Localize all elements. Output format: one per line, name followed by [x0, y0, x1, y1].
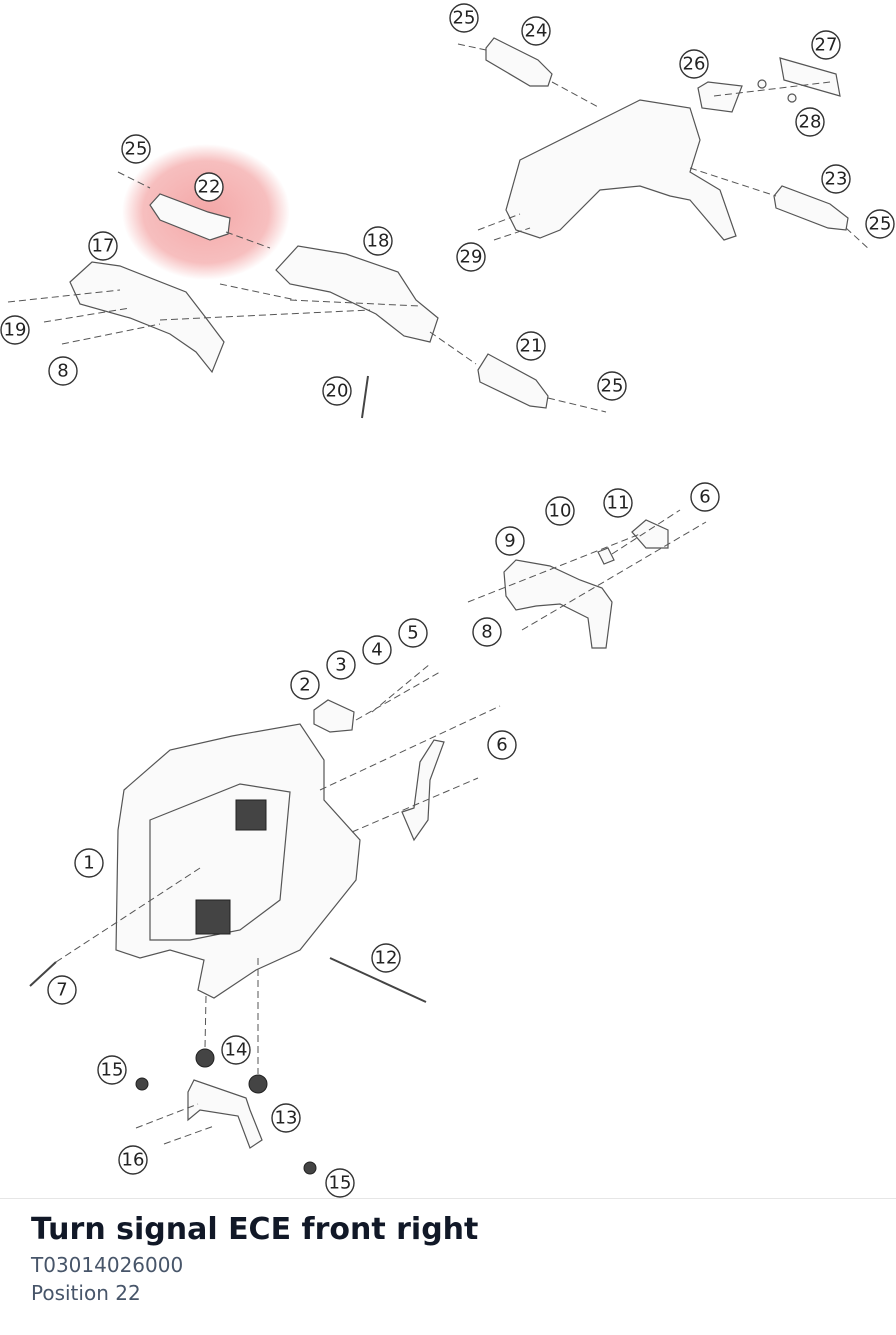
plate-27-shape[interactable] [779, 57, 841, 97]
svg-text:27: 27 [815, 35, 838, 56]
callout-25-left[interactable]: 25 [121, 134, 151, 164]
callout-1[interactable]: 1 [74, 848, 104, 878]
svg-text:12: 12 [375, 948, 398, 969]
callout-6-bottom[interactable]: 6 [487, 730, 517, 760]
part-title: Turn signal ECE front right [31, 1212, 479, 1247]
callout-22[interactable]: 22 [194, 172, 224, 202]
callout-23[interactable]: 23 [821, 164, 851, 194]
callout-25-right[interactable]: 25 [865, 209, 895, 239]
svg-text:29: 29 [460, 247, 483, 268]
callout-17[interactable]: 17 [88, 231, 118, 261]
exploded-parts-diagram: 25 24 27 26 28 23 25 29 25 22 17 18 19 2… [0, 3, 895, 1198]
callout-8-top[interactable]: 8 [48, 356, 78, 386]
callout-19[interactable]: 19 [0, 315, 30, 345]
bracket-17-shape[interactable] [69, 261, 225, 374]
svg-text:16: 16 [122, 1150, 145, 1171]
svg-text:26: 26 [683, 54, 706, 75]
svg-text:24: 24 [525, 21, 548, 42]
svg-text:28: 28 [799, 112, 822, 133]
svg-text:19: 19 [4, 320, 27, 341]
callout-26[interactable]: 26 [679, 49, 709, 79]
part-info-panel: Turn signal ECE front right T03014026000… [31, 1212, 478, 1305]
clip-10-shape[interactable] [597, 547, 615, 565]
svg-text:15: 15 [101, 1060, 124, 1081]
callout-6-top[interactable]: 6 [690, 482, 720, 512]
callout-5[interactable]: 5 [398, 618, 428, 648]
svg-text:7: 7 [56, 980, 67, 1001]
bracket-6-shape[interactable] [401, 739, 445, 842]
divider [0, 1198, 896, 1199]
reflector-26-shape[interactable] [697, 81, 743, 113]
callout-14[interactable]: 14 [221, 1035, 251, 1065]
svg-text:1: 1 [83, 853, 94, 874]
subframe-shape[interactable] [505, 99, 737, 241]
svg-text:13: 13 [275, 1108, 298, 1129]
svg-text:8: 8 [481, 622, 492, 643]
svg-text:3: 3 [335, 655, 346, 676]
callout-28[interactable]: 28 [795, 107, 825, 137]
bracket-18-shape[interactable] [275, 245, 439, 343]
callout-11[interactable]: 11 [603, 488, 633, 518]
callout-7[interactable]: 7 [47, 975, 77, 1005]
callout-9[interactable]: 9 [495, 526, 525, 556]
callout-16[interactable]: 16 [118, 1145, 148, 1175]
svg-text:2: 2 [299, 675, 310, 696]
callout-8-bottom[interactable]: 8 [472, 617, 502, 647]
svg-text:25: 25 [869, 214, 892, 235]
callout-27[interactable]: 27 [811, 30, 841, 60]
callout-24[interactable]: 24 [521, 16, 551, 46]
callout-18[interactable]: 18 [363, 226, 393, 256]
svg-text:6: 6 [699, 487, 710, 508]
svg-text:11: 11 [607, 493, 630, 514]
svg-text:20: 20 [326, 381, 349, 402]
callout-15-left[interactable]: 15 [97, 1055, 127, 1085]
callout-21[interactable]: 21 [516, 331, 546, 361]
callout-10[interactable]: 10 [545, 496, 575, 526]
svg-text:5: 5 [407, 623, 418, 644]
svg-text:18: 18 [367, 231, 390, 252]
turn-signal-24-shape[interactable] [485, 37, 553, 87]
connector-2-shape[interactable] [313, 699, 355, 733]
svg-text:25: 25 [601, 376, 624, 397]
part-number: T03014026000 [31, 1253, 184, 1277]
callout-13[interactable]: 13 [271, 1103, 301, 1133]
svg-text:6: 6 [496, 735, 507, 756]
svg-text:14: 14 [225, 1040, 248, 1061]
svg-text:21: 21 [520, 336, 543, 357]
svg-text:25: 25 [453, 8, 476, 29]
callout-12[interactable]: 12 [371, 943, 401, 973]
svg-text:10: 10 [549, 501, 572, 522]
bracket-9-shape[interactable] [503, 559, 613, 649]
svg-text:8: 8 [57, 361, 68, 382]
callout-15-right[interactable]: 15 [325, 1168, 355, 1198]
callout-4[interactable]: 4 [362, 635, 392, 665]
svg-text:17: 17 [92, 236, 115, 257]
bracket-13-shape[interactable] [187, 1079, 263, 1149]
callout-25-top[interactable]: 25 [449, 3, 479, 33]
svg-text:22: 22 [198, 177, 221, 198]
callout-25-bottom[interactable]: 25 [597, 371, 627, 401]
svg-text:15: 15 [329, 1173, 352, 1194]
callout-3[interactable]: 3 [326, 650, 356, 680]
turn-signal-22-shape[interactable] [149, 193, 231, 241]
bracket-11-shape[interactable] [631, 519, 669, 549]
callout-2[interactable]: 2 [290, 670, 320, 700]
turn-signal-23-shape[interactable] [773, 185, 849, 231]
callout-20[interactable]: 20 [322, 376, 352, 406]
callout-29[interactable]: 29 [456, 242, 486, 272]
part-position: Position 22 [31, 1281, 141, 1305]
svg-text:23: 23 [825, 169, 848, 190]
svg-text:4: 4 [371, 640, 382, 661]
svg-text:9: 9 [504, 531, 515, 552]
turn-signal-21-shape[interactable] [477, 353, 549, 409]
svg-text:25: 25 [125, 139, 148, 160]
